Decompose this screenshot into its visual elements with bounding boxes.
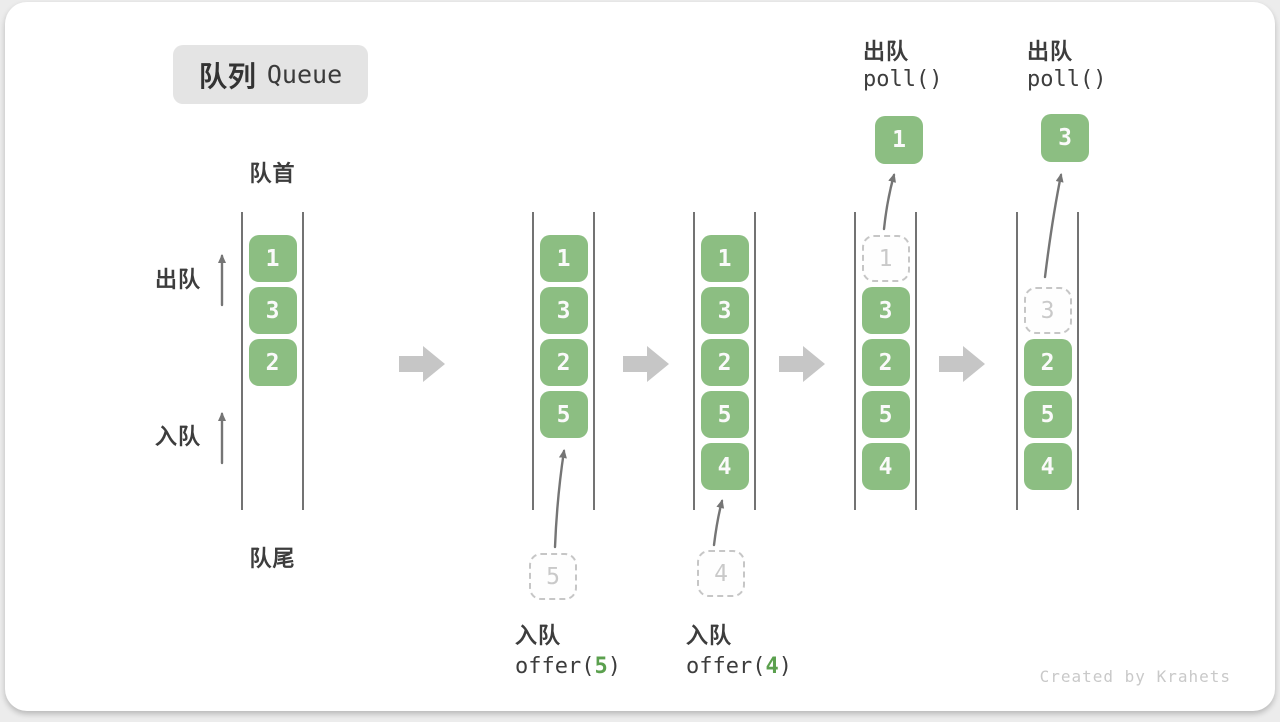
state-transition-arrows xyxy=(399,346,985,382)
queue-box: 5 xyxy=(700,391,749,438)
next-state-arrow-icon xyxy=(623,346,669,382)
offer-5-code-pre: offer( xyxy=(515,654,595,679)
next-state-arrow-icon xyxy=(779,346,825,382)
queue-box: 1 xyxy=(539,235,588,282)
queue-box: 4 xyxy=(861,443,910,490)
queue-box-removed: 3 xyxy=(1023,287,1072,334)
offer-4-label-code: offer(4) xyxy=(686,654,792,679)
queue-box: 3 xyxy=(248,287,297,334)
queue-box: 4 xyxy=(700,443,749,490)
enqueue-side-label: 入队 xyxy=(155,425,202,450)
queue-box: 2 xyxy=(700,339,749,386)
offer-5-label-zh: 入队 xyxy=(515,624,562,649)
offer-5-code-num: 5 xyxy=(594,654,608,679)
offer-4-code-pre: offer( xyxy=(686,654,766,679)
next-state-arrow-icon xyxy=(399,346,445,382)
diagram-arrows-layer xyxy=(218,173,1079,549)
queue-box: 5 xyxy=(1023,391,1072,438)
offer-4-label-zh: 入队 xyxy=(686,624,733,649)
poll-1-label-code: poll() xyxy=(863,67,943,92)
title-zh: 队列 xyxy=(198,59,257,93)
queue-box: 4 xyxy=(1023,443,1072,490)
offer-4-code-post: ) xyxy=(778,654,792,679)
enqueue-ghost-box: 4 xyxy=(697,550,745,597)
queue-box: 3 xyxy=(700,287,749,334)
offer-5-label-code: offer(5) xyxy=(515,654,621,679)
offer-4-code-num: 4 xyxy=(765,654,779,679)
queue-front-label: 队首 xyxy=(249,162,296,187)
poll-1-arrow-icon xyxy=(882,173,896,231)
dequeue-side-label: 出队 xyxy=(155,268,202,293)
poll-1-label-zh: 出队 xyxy=(863,40,910,65)
queue-channel-lines xyxy=(241,212,1079,510)
queue-box: 5 xyxy=(539,391,588,438)
queue-box: 5 xyxy=(861,391,910,438)
offer-5-code-post: ) xyxy=(607,654,621,679)
queue-box: 2 xyxy=(1023,339,1072,386)
poll-3-label-zh: 出队 xyxy=(1027,40,1074,65)
poll-3-arrow-icon xyxy=(1043,173,1064,279)
title-en: Queue xyxy=(266,60,343,89)
queue-rear-label: 队尾 xyxy=(249,547,296,572)
dequeued-box: 1 xyxy=(875,116,923,164)
queue-box: 1 xyxy=(248,235,297,282)
queue-box: 2 xyxy=(248,339,297,386)
enqueue-4-arrow-icon xyxy=(712,499,725,547)
poll-3-label-code: poll() xyxy=(1027,67,1107,92)
title-badge: 队列 Queue xyxy=(173,45,368,104)
queue-box-removed: 1 xyxy=(861,235,910,282)
queue-box: 2 xyxy=(861,339,910,386)
enqueue-ghost-box: 5 xyxy=(529,553,577,600)
queue-diagram-card: 队列 Queue 队首 队尾 出队 入队 出队 poll() 出队 poll()… xyxy=(5,2,1275,711)
queue-box: 2 xyxy=(539,339,588,386)
next-state-arrow-icon xyxy=(939,346,985,382)
watermark: Created by Krahets xyxy=(1039,667,1231,686)
dequeued-box: 3 xyxy=(1041,114,1089,162)
queue-box: 1 xyxy=(700,235,749,282)
enqueue-5-arrow-icon xyxy=(553,449,567,549)
queue-box: 3 xyxy=(539,287,588,334)
queue-box: 3 xyxy=(861,287,910,334)
